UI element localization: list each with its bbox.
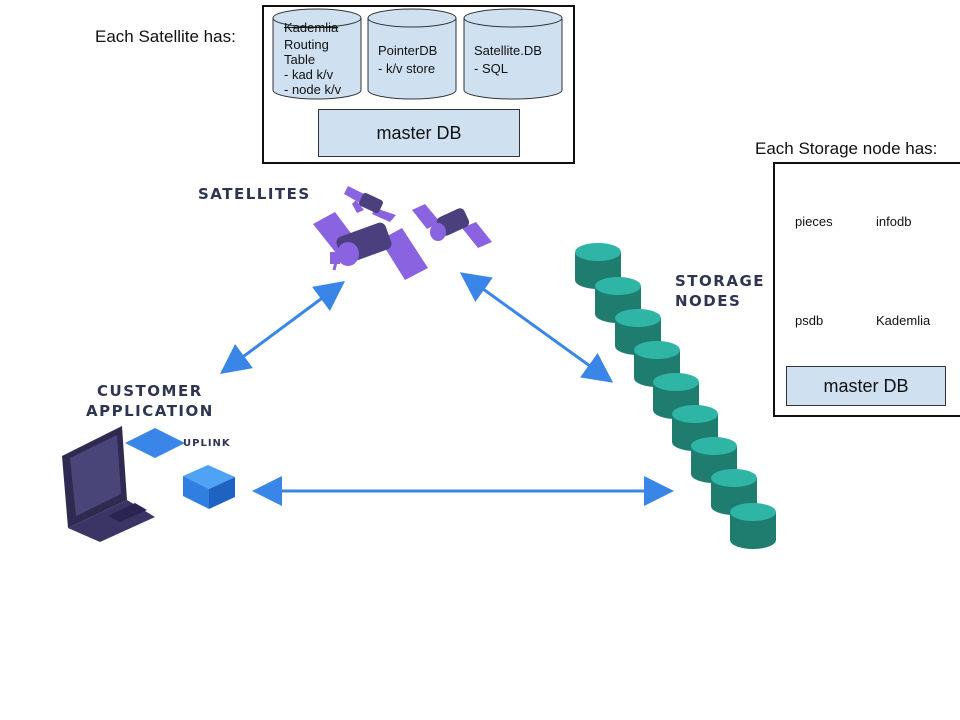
pointerdb-label: PointerDB xyxy=(378,43,438,58)
storage-node-stack xyxy=(575,243,776,549)
satellitedb-details: - SQL xyxy=(474,61,508,76)
uplink-cube-icon xyxy=(183,465,235,509)
satellitedb-label: Satellite.DB xyxy=(474,43,542,58)
storage-panel-heading: Each Storage node has: xyxy=(755,139,938,158)
satellitedb-cylinder xyxy=(463,8,563,100)
satellite-master-db: master DB xyxy=(318,109,520,157)
customer-application-label: CUSTOMER APPLICATION xyxy=(86,382,214,420)
satellite-storage-arrow xyxy=(459,272,614,383)
medium-satellite-icon xyxy=(412,204,492,248)
customer-satellite-arrow xyxy=(219,281,346,374)
pointerdb-details: - k/v store xyxy=(378,61,436,76)
storage-master-db: master DB xyxy=(786,366,946,406)
psdb-label: psdb xyxy=(795,313,824,328)
kademlia-node-label: Kademlia xyxy=(876,313,931,328)
storage-nodes-label: STORAGE NODES xyxy=(675,272,766,310)
satellites-label: SATELLITES xyxy=(198,185,311,203)
pointerdb-cylinder xyxy=(367,8,457,100)
infodb-label: infodb xyxy=(876,214,912,229)
laptop-icon xyxy=(62,426,155,542)
large-satellite-icon xyxy=(313,212,428,280)
pieces-label: pieces xyxy=(795,214,833,229)
kademlia-cylinder xyxy=(272,8,362,100)
uplink-label: UPLINK xyxy=(183,438,231,449)
satellite-panel-heading: Each Satellite has: xyxy=(95,27,236,46)
kademlia-label: Kademlia xyxy=(284,20,339,35)
small-satellite-icon xyxy=(344,186,396,222)
storage-node-icon xyxy=(730,503,776,549)
kademlia-details: Routing Table - kad k/v - node k/v xyxy=(284,37,342,97)
